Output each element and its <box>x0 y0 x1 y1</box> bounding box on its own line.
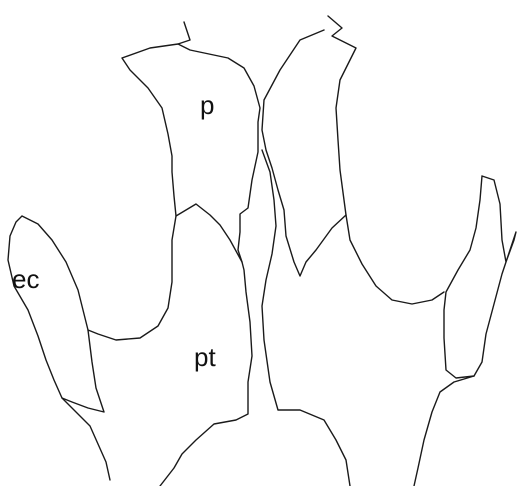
pterygoid-outline <box>87 215 177 341</box>
label-p: p <box>200 90 214 120</box>
pterygoid-midline-right <box>261 149 351 486</box>
left-ectopterygoid-outline <box>7 215 105 413</box>
left-ectopterygoid-tail <box>61 397 111 481</box>
right-ectopterygoid-tail <box>413 375 475 486</box>
left-palatine-outline <box>121 21 261 263</box>
pterygoid-midline-left <box>159 261 253 486</box>
right-ectopterygoid-outline <box>443 175 517 379</box>
right-wing-outline <box>345 214 445 305</box>
right-palatine-outline <box>261 15 357 277</box>
label-pt: pt <box>194 342 216 372</box>
label-ec: ec <box>12 264 39 294</box>
